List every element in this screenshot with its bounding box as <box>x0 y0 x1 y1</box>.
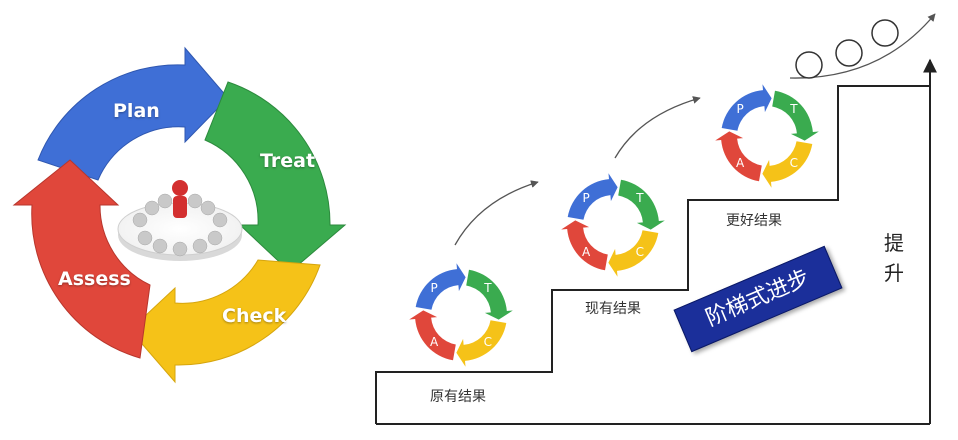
small-cycle-segment-p <box>567 173 618 220</box>
assess-label: Assess <box>58 268 131 290</box>
small-cycle-segment-c <box>456 320 507 367</box>
step-label-current: 现有结果 <box>585 301 641 317</box>
small-cycle-letter-p: P <box>431 281 438 295</box>
small-cycle-letter-t: T <box>483 281 492 295</box>
team-people-icon <box>132 193 228 257</box>
check-label: Check <box>222 305 287 327</box>
step-label-original: 原有结果 <box>430 389 486 405</box>
small-cycle-segment-t <box>466 269 513 320</box>
small-cycle-segment-t <box>772 90 819 141</box>
small-cycle-letter-t: T <box>789 102 798 116</box>
small-cycle-segment-a <box>409 310 456 361</box>
leader-person-icon <box>172 180 188 196</box>
small-pdca-cycle-3: P T C A <box>715 84 819 188</box>
small-cycle-letter-c: C <box>484 335 492 349</box>
small-cycle-segment-c <box>608 230 659 277</box>
small-cycle-segment-c <box>762 141 813 188</box>
big-pdca-cycle <box>12 46 347 384</box>
small-cycle-segment-a <box>715 131 762 182</box>
step-label-better: 更好结果 <box>726 213 782 229</box>
plan-segment <box>37 46 229 181</box>
small-cycle-letter-a: A <box>582 245 591 259</box>
plan-label: Plan <box>113 100 160 122</box>
small-cycle-letter-t: T <box>635 191 644 205</box>
y-axis-label: 提 升 <box>884 231 904 285</box>
small-cycle-segment-t <box>618 179 665 230</box>
small-cycle-segment-p <box>415 263 466 310</box>
small-cycle-letter-p: P <box>737 102 744 116</box>
small-cycle-letter-a: A <box>736 156 745 170</box>
small-cycle-segment-p <box>721 84 772 131</box>
small-cycle-letter-c: C <box>790 156 798 170</box>
small-pdca-cycle-2: P T C A <box>561 173 665 277</box>
small-cycle-letter-a: A <box>430 335 439 349</box>
small-pdca-cycle-1: P T C A <box>409 263 513 367</box>
assess-segment <box>12 159 151 359</box>
small-cycle-letter-c: C <box>636 245 644 259</box>
check-segment <box>129 259 321 384</box>
small-cycle-letter-p: P <box>583 191 590 205</box>
small-cycle-segment-a <box>561 220 608 271</box>
treat-label: Treat <box>260 150 316 172</box>
treat-segment <box>204 81 347 273</box>
